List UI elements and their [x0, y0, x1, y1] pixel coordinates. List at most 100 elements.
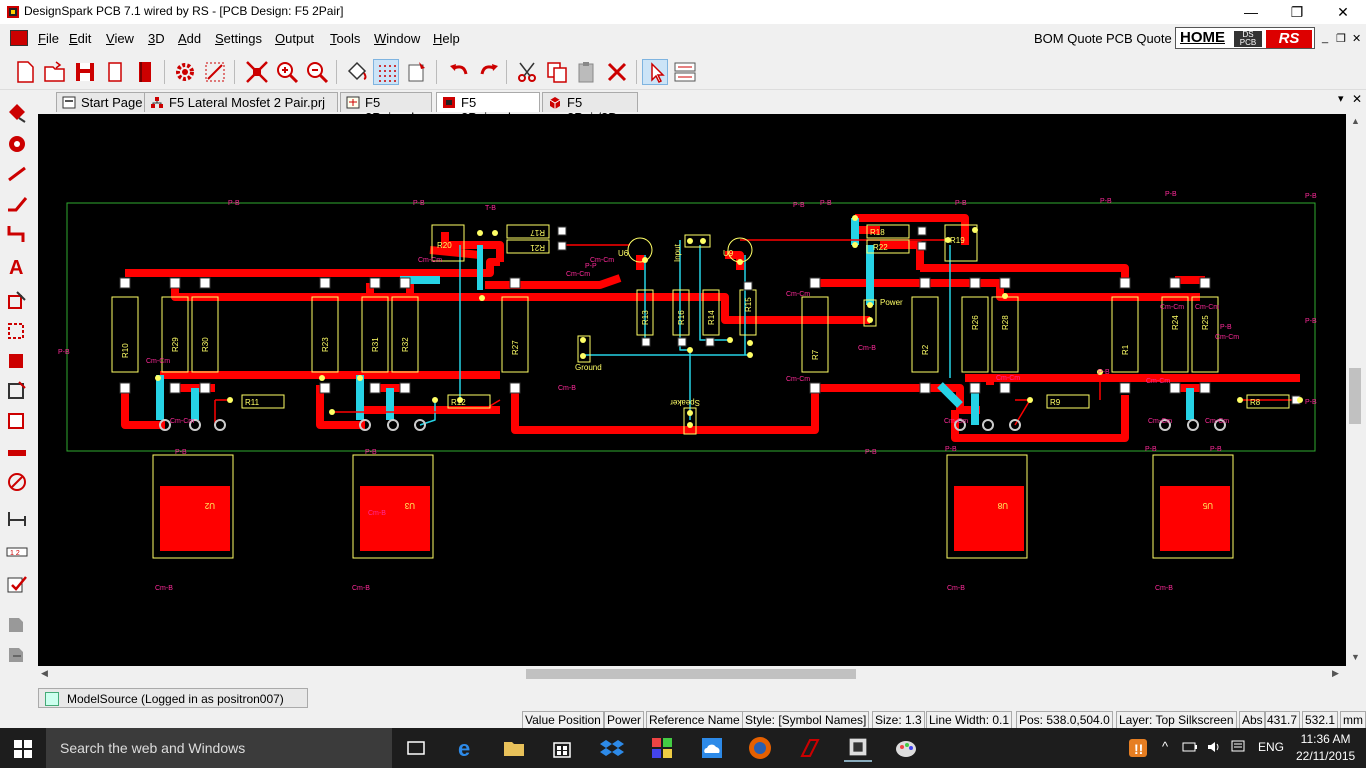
status-units: mm	[1340, 711, 1366, 729]
paint-app-icon[interactable]	[648, 734, 676, 762]
language-indicator[interactable]: ENG	[1258, 740, 1285, 754]
print-preview-icon[interactable]	[102, 59, 128, 85]
select-pointer-icon[interactable]	[642, 59, 668, 85]
edge-icon[interactable]: e	[452, 734, 480, 762]
mdi-restore-button[interactable]: ❐	[1336, 33, 1346, 45]
gerber-icon[interactable]	[5, 612, 29, 636]
add-route-icon[interactable]	[5, 222, 29, 246]
design-settings-icon[interactable]	[172, 59, 198, 85]
new-document-icon[interactable]	[12, 59, 38, 85]
horizontal-scrollbar[interactable]: ◀ ▶	[38, 666, 1346, 682]
taskbar-clock[interactable]: 11:36 AM 22/11/2015	[1296, 731, 1355, 765]
windows-start-icon[interactable]	[14, 740, 32, 758]
taskbar-search-box[interactable]: Search the web and Windows	[46, 728, 392, 768]
menu-tools[interactable]: Tools	[330, 31, 361, 46]
open-folder-icon[interactable]	[42, 59, 68, 85]
pcb-canvas[interactable]: R10 R29 R30 R23 R31 R32 R27 R13 R16 R14 …	[38, 114, 1346, 666]
add-text-icon[interactable]: A	[5, 254, 29, 279]
minimize-button[interactable]: —	[1244, 4, 1258, 20]
swap-icon[interactable]	[672, 59, 698, 85]
menu-window[interactable]: Window	[374, 31, 421, 46]
scroll-left-icon[interactable]: ◀	[41, 668, 48, 678]
grid-toggle-icon[interactable]	[373, 59, 399, 85]
design-check-icon[interactable]	[5, 572, 29, 596]
dimension-icon[interactable]	[5, 506, 29, 530]
tab-start-page[interactable]: Start Page	[56, 92, 162, 112]
paste-icon[interactable]	[574, 59, 600, 85]
add-area-icon[interactable]	[5, 348, 29, 372]
copy-icon[interactable]	[544, 59, 570, 85]
grid-settings-icon[interactable]	[202, 59, 228, 85]
task-view-icon[interactable]	[402, 734, 430, 762]
maximize-button[interactable]: ❐	[1290, 4, 1304, 20]
mdi-close-button[interactable]: ✕	[1352, 33, 1362, 45]
add-connection-icon[interactable]	[5, 192, 29, 216]
redo-icon[interactable]	[476, 59, 502, 85]
designspark-taskbar-icon[interactable]	[796, 734, 824, 762]
properties-icon[interactable]	[404, 59, 430, 85]
add-component-icon[interactable]	[5, 100, 29, 124]
pcb-quote-link[interactable]: PCB Quote	[1106, 31, 1172, 46]
zoom-fit-icon[interactable]	[244, 59, 270, 85]
designspark-pcb-taskbar-icon[interactable]	[844, 734, 872, 762]
notification-warning-icon[interactable]: !!	[1126, 736, 1150, 760]
delete-icon[interactable]	[604, 59, 630, 85]
action-center-icon[interactable]	[1230, 740, 1246, 754]
menu-file[interactable]: File	[38, 31, 59, 46]
scroll-down-icon[interactable]: ▼	[1351, 652, 1360, 662]
horizontal-scroll-thumb[interactable]	[526, 669, 856, 679]
menu-settings[interactable]: Settings	[215, 31, 262, 46]
add-line-icon[interactable]	[5, 440, 29, 464]
zoom-out-icon[interactable]	[304, 59, 330, 85]
tab-3d[interactable]: F5 2Pair/3D	[542, 92, 638, 125]
menu-add[interactable]: Add	[178, 31, 202, 46]
battery-icon[interactable]	[1182, 740, 1198, 754]
vertical-scrollbar[interactable]: ▲ ▼	[1346, 114, 1364, 666]
pour-copper-icon[interactable]	[344, 59, 370, 85]
close-button[interactable]: ✕	[1337, 4, 1349, 20]
undo-icon[interactable]	[446, 59, 472, 85]
mdi-minimize-button[interactable]: _	[1322, 32, 1329, 44]
menu-output[interactable]: Output	[275, 31, 315, 46]
scroll-right-icon[interactable]: ▶	[1332, 668, 1339, 678]
library-icon[interactable]	[132, 59, 158, 85]
scroll-up-icon[interactable]: ▲	[1351, 116, 1360, 126]
model-source-tab[interactable]: ModelSource (Logged in as positron007)	[38, 688, 308, 708]
onedrive-icon[interactable]	[698, 734, 726, 762]
tab-pcb[interactable]: F5 2Pair.pcb	[436, 92, 540, 125]
volume-icon[interactable]	[1206, 740, 1222, 754]
tab-schematic[interactable]: F5 2Pair.sch	[340, 92, 432, 125]
menu-view[interactable]: View	[106, 31, 134, 46]
tab-list-button[interactable]: ▾	[1338, 93, 1344, 105]
bom-quote-link[interactable]: BOM Quote	[1034, 31, 1103, 46]
mark-cmcm: Cm-Cm	[786, 291, 810, 298]
add-pad-icon[interactable]	[5, 132, 29, 156]
label-speaker: Speaker	[670, 398, 700, 407]
measure-icon[interactable]: 1 2	[5, 540, 29, 564]
menu-help[interactable]: Help	[433, 31, 460, 46]
add-shape-icon[interactable]	[5, 288, 29, 312]
add-circle-icon[interactable]	[5, 470, 29, 494]
dropbox-icon[interactable]	[598, 734, 626, 762]
home-button[interactable]: HOME DS PCB RS	[1175, 27, 1315, 49]
zoom-in-icon[interactable]	[274, 59, 300, 85]
vertical-scroll-thumb[interactable]	[1349, 368, 1361, 424]
add-board-icon[interactable]	[5, 378, 29, 402]
menu-3d[interactable]: 3D	[148, 31, 165, 46]
paint-brush-icon[interactable]	[892, 734, 920, 762]
file-explorer-icon[interactable]	[500, 734, 528, 762]
save-icon[interactable]	[72, 59, 98, 85]
add-track-icon[interactable]	[5, 162, 29, 186]
store-icon[interactable]	[548, 734, 576, 762]
document-icon[interactable]	[10, 30, 28, 46]
add-copper-pour-icon[interactable]	[5, 408, 29, 432]
cut-icon[interactable]	[514, 59, 540, 85]
output-icon[interactable]	[5, 642, 29, 666]
firefox-icon[interactable]	[746, 734, 774, 762]
show-hidden-icons-icon[interactable]: ^	[1162, 739, 1169, 754]
tab-close-button[interactable]: ✕	[1352, 92, 1363, 106]
tab-project[interactable]: F5 Lateral Mosfet 2 Pair.prj	[144, 92, 338, 112]
menu-edit[interactable]: Edit	[69, 31, 92, 46]
add-dashed-shape-icon[interactable]	[5, 318, 29, 342]
ref-u9: U9	[723, 249, 734, 258]
